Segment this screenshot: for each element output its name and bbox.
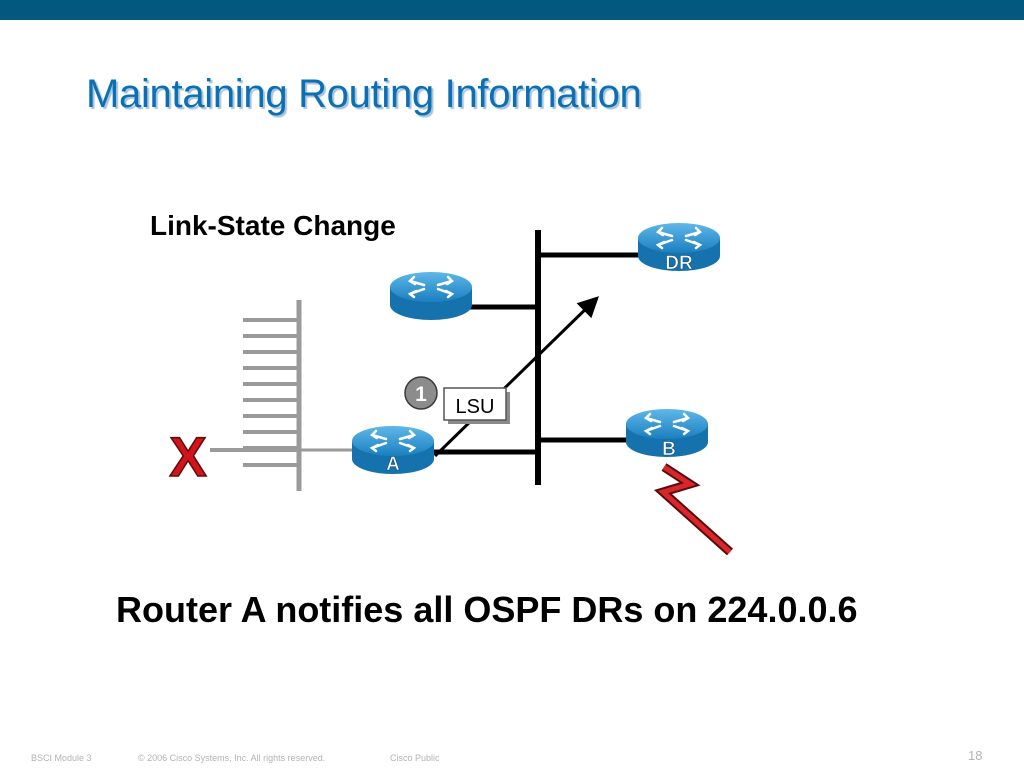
- slide-caption: Router A notifies all OSPF DRs on 224.0.…: [116, 589, 858, 630]
- router-arrows-icon: [407, 275, 455, 299]
- router-dr: DR: [638, 223, 720, 274]
- diagram-subtitle: Link-State Change: [150, 210, 396, 241]
- footer-classification: Cisco Public: [390, 753, 440, 763]
- failed-link-mark: X: [169, 425, 206, 488]
- slide-title: Maintaining Routing Information: [86, 72, 642, 116]
- router-arrows-icon: [369, 429, 417, 453]
- router-dr-label: DR: [665, 253, 693, 274]
- router-b: B: [626, 409, 708, 460]
- router-a: A: [352, 426, 434, 475]
- router-a-label: A: [386, 454, 400, 475]
- page-number: 18: [968, 748, 983, 763]
- router-b-label: B: [662, 439, 676, 460]
- step-badge: 1: [404, 376, 438, 410]
- header-bar: [0, 0, 1024, 20]
- footer-module: BSCI Module 3: [31, 753, 92, 763]
- lsu-packet: LSU: [443, 387, 510, 424]
- wan-link-bolt: [653, 463, 734, 556]
- lsu-label: LSU: [456, 396, 495, 418]
- footer-copyright: © 2006 Cisco Systems, Inc. All rights re…: [138, 753, 326, 763]
- lsu-arrow: [433, 296, 600, 458]
- switch-ports: [243, 318, 298, 467]
- router-arrows-icon: [643, 412, 691, 436]
- router-arrows-icon: [655, 226, 703, 250]
- step-number: 1: [415, 383, 427, 406]
- router-top: [390, 272, 472, 320]
